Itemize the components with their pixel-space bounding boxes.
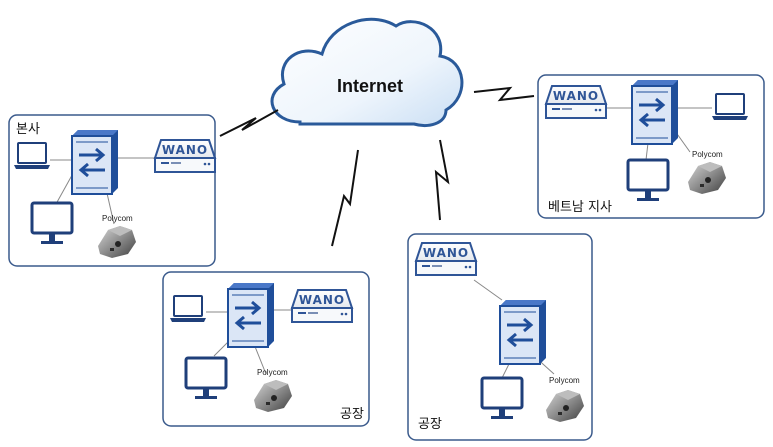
site-factory-2: 공장 WANO Polycom bbox=[407, 233, 593, 441]
hq-wano-device: WANO bbox=[154, 139, 216, 173]
vietnam-wano-label: WANO bbox=[553, 89, 599, 103]
wan-link-factory-2 bbox=[434, 139, 450, 221]
site-vietnam-label: 베트남 지사 bbox=[548, 200, 612, 215]
vietnam-polycom-label: Polycom bbox=[692, 150, 723, 159]
site-hq: 본사 WANO Polycom bbox=[8, 114, 216, 267]
factory-1-wano-label: WANO bbox=[299, 293, 345, 307]
factory-2-polycom-label: Polycom bbox=[549, 376, 580, 385]
factory-2-wano-device: WANO bbox=[415, 242, 477, 276]
wan-link-vietnam bbox=[473, 86, 535, 102]
factory-1-polycom-label: Polycom bbox=[257, 368, 288, 377]
hq-polycom-label: Polycom bbox=[102, 214, 133, 223]
vietnam-laptop-icon bbox=[711, 93, 749, 121]
site-vietnam: 베트남 지사 WANO Polycom bbox=[537, 74, 765, 219]
factory-1-switch-icon bbox=[226, 281, 276, 349]
site-factory-1-label: 공장 bbox=[340, 407, 364, 422]
hq-laptop-icon bbox=[13, 142, 51, 170]
factory-2-wano-label: WANO bbox=[423, 246, 469, 260]
site-factory-2-label: 공장 bbox=[418, 417, 442, 432]
hq-wano-label: WANO bbox=[162, 143, 208, 157]
vietnam-wano-device: WANO bbox=[545, 85, 607, 119]
wan-link-hq bbox=[219, 109, 279, 137]
factory-1-laptop-icon bbox=[169, 295, 207, 323]
site-factory-1: 공장 WANO Polycom bbox=[162, 271, 370, 427]
wan-link-factory-1 bbox=[331, 149, 359, 247]
internet-cloud: Internet bbox=[270, 17, 464, 127]
hq-switch-icon bbox=[70, 128, 120, 196]
factory-1-wano-device: WANO bbox=[291, 289, 353, 323]
vietnam-switch-icon bbox=[630, 78, 680, 146]
internet-label: Internet bbox=[337, 76, 403, 96]
factory-2-switch-icon bbox=[498, 298, 548, 366]
wan-links bbox=[219, 86, 535, 247]
site-hq-label: 본사 bbox=[16, 122, 40, 137]
cloud-shape bbox=[270, 17, 464, 127]
